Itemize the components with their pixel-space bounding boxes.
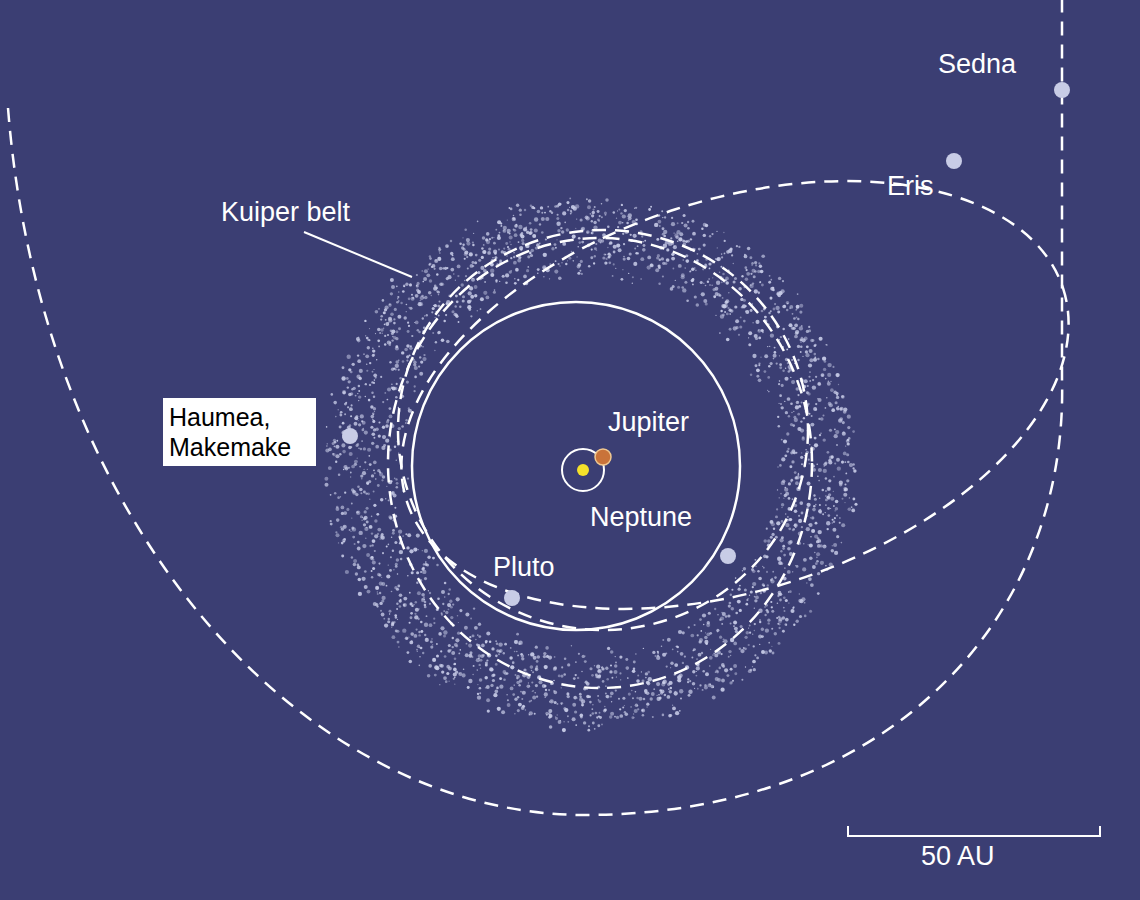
- neptune-orbit: [412, 302, 740, 630]
- sedna-body: [1054, 82, 1070, 98]
- kuiper-belt-dots: [324, 197, 857, 732]
- body-label: Sedna: [938, 50, 1016, 80]
- planet-label: Jupiter: [608, 408, 689, 438]
- pluto-body: [504, 590, 520, 606]
- sedna-orbit: [8, 0, 1062, 815]
- body-label: Pluto: [493, 553, 555, 583]
- haumea-body: [342, 428, 358, 444]
- pluto-orbit: [398, 230, 808, 630]
- eris-orbit: [347, 103, 1124, 687]
- scale-label: 50 AU: [921, 842, 995, 872]
- eris-body: [946, 153, 962, 169]
- label-box: Haumea, Makemake: [163, 398, 316, 466]
- region-label: Kuiper belt: [221, 198, 350, 228]
- sun: [577, 464, 589, 476]
- box-text: Haumea, Makemake: [169, 402, 310, 462]
- jupiter-planet: [595, 449, 611, 465]
- leader-line: [304, 232, 412, 277]
- kbo-orbit: [388, 238, 812, 688]
- scale-bar: [848, 826, 1100, 836]
- neptune-planet: [720, 548, 736, 564]
- planet-label: Neptune: [590, 503, 692, 533]
- body-label: Eris: [887, 172, 934, 202]
